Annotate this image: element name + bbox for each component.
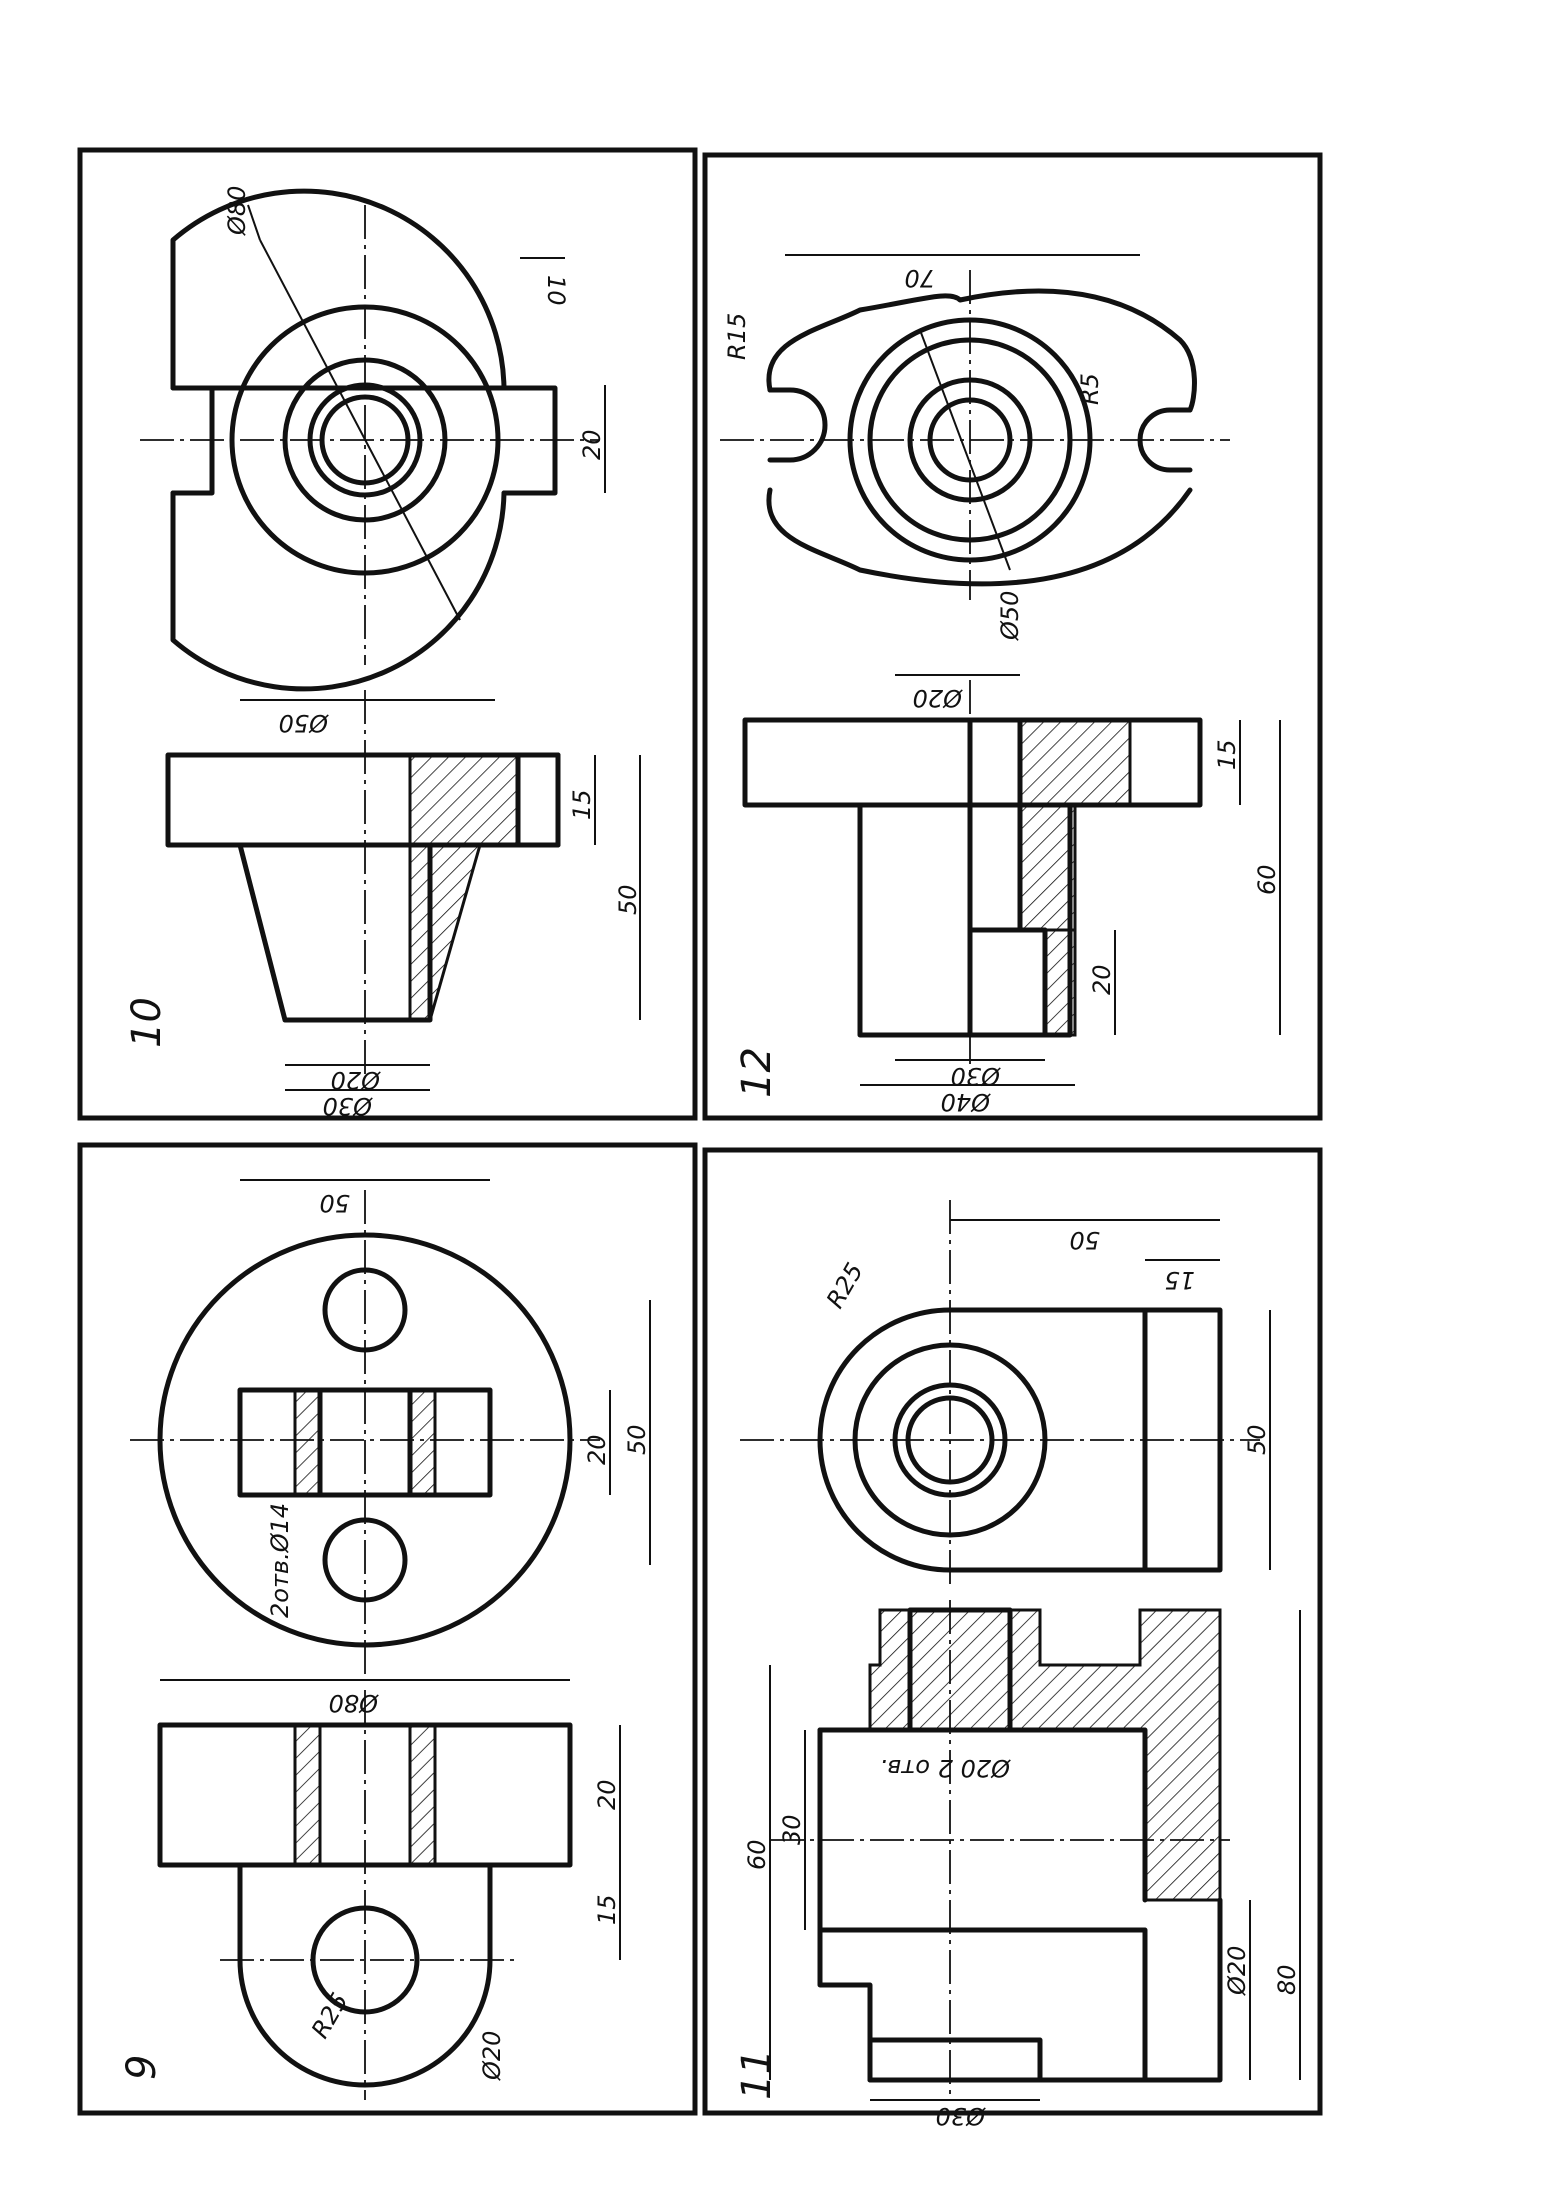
dim-line-d80 xyxy=(259,239,461,621)
oval-flange-lower xyxy=(766,487,1193,587)
dim-50-top-p11: 50 xyxy=(1069,1226,1100,1254)
panel-12: R15 70 R5 Ø50 Ø20 15 60 20 Ø30 Ø40 12 xyxy=(702,152,1323,1121)
dim-d20-2holes: Ø20 2 отв. xyxy=(880,1754,1011,1782)
slot-rect xyxy=(515,752,561,848)
panel-10-section-view xyxy=(165,690,641,1091)
p9-boss xyxy=(237,1862,493,2088)
dim-15-p11: 15 xyxy=(1164,1266,1195,1294)
panel-11: 50 15 R25 50 60 30 Ø20 2 отв. Ø20 80 Ø30… xyxy=(702,1147,1323,2130)
dim-d80: Ø80 xyxy=(223,186,251,236)
dim-r5: R5 xyxy=(1076,373,1104,405)
flange-outline-upper xyxy=(170,188,507,391)
dim-d20-p12: Ø20 xyxy=(913,684,963,712)
p11-body-top xyxy=(817,1727,1148,1903)
dim-d30-p11: Ø30 xyxy=(936,2102,986,2130)
plate-hatch-2 xyxy=(408,1388,437,1497)
dim-r25-p9: R25 xyxy=(306,1988,354,2043)
p12-hatch-1 xyxy=(1018,718,1132,932)
dim-60-p11: 60 xyxy=(743,1839,771,1870)
dim-10: 10 xyxy=(542,275,570,306)
panel-12-section-view xyxy=(742,674,1281,1086)
oval-flange-upper xyxy=(766,288,1197,413)
dim-30-p11: 30 xyxy=(778,1814,806,1845)
panel-11-section-view xyxy=(769,1600,1301,2101)
flange-outline-lower xyxy=(170,490,507,692)
p12-hatch-2 xyxy=(1043,928,1077,1037)
cone-body xyxy=(237,842,433,1023)
p9-hatch-2 xyxy=(408,1723,437,1867)
p12-counterbore xyxy=(967,927,1048,1038)
panel-9-plate-view xyxy=(130,1179,651,1680)
dim-r25-p11: R25 xyxy=(821,1258,869,1313)
dim-d50-line xyxy=(919,329,1011,571)
dim-60-p12: 60 xyxy=(1253,864,1281,895)
bracket-outline xyxy=(817,1307,1223,1573)
dim-50-p11: 50 xyxy=(1243,1424,1271,1455)
dim-2holes-d14: 2отв.Ø14 xyxy=(266,1503,294,1618)
dim-50-p9: 50 xyxy=(623,1424,651,1455)
left-notch xyxy=(767,387,828,463)
panel-11-frame xyxy=(702,1147,1323,2116)
dim-50: 50 xyxy=(614,884,642,915)
dim-r15: R15 xyxy=(723,313,751,360)
panel-10-frame xyxy=(77,147,698,1121)
dim-d30: Ø30 xyxy=(323,1092,373,1120)
panel-12-number: 12 xyxy=(734,1047,780,1098)
panel-12-frame xyxy=(702,152,1323,1121)
panel-10-number: 10 xyxy=(124,997,170,1048)
dim-d50-p12: Ø50 xyxy=(996,591,1024,641)
dim-d30-p12: Ø30 xyxy=(951,1062,1001,1090)
dim-d50: Ø50 xyxy=(279,709,329,737)
dim-20-p9: 20 xyxy=(583,1434,611,1465)
panel-9: 50 20 50 2отв.Ø14 Ø80 20 15 R25 Ø20 9 xyxy=(77,1142,698,2116)
panel-9-section-view xyxy=(157,1679,621,2100)
dim-d80-p9: Ø80 xyxy=(329,1689,379,1717)
dim-d20-p9: Ø20 xyxy=(478,2031,506,2081)
dim-20: 20 xyxy=(578,429,606,460)
panel-9-number: 9 xyxy=(119,2055,165,2080)
panel-10: Ø80 10 20 Ø50 15 50 Ø20 Ø30 10 xyxy=(77,147,698,1121)
dim-70: 70 xyxy=(904,264,935,292)
dim-15-p9: 15 xyxy=(593,1894,621,1925)
dim-d40-p12: Ø40 xyxy=(941,1088,991,1116)
dim-15-p12: 15 xyxy=(1213,739,1241,770)
dim-15: 15 xyxy=(568,789,596,820)
p11-boss xyxy=(867,2037,1043,2083)
p11-body-right xyxy=(817,1727,1223,2083)
section-hatch xyxy=(408,753,520,1022)
plate-hatch-1 xyxy=(293,1388,322,1497)
dim-20-p12: 20 xyxy=(1088,964,1116,995)
dim-80-p11: 80 xyxy=(1273,1964,1301,1995)
dim-leader-d80 xyxy=(247,204,261,241)
panel-11-side-view xyxy=(740,1200,1271,1590)
dim-20b-p9: 20 xyxy=(593,1779,621,1810)
panel-11-number: 11 xyxy=(734,2049,780,2100)
dim-d20: Ø20 xyxy=(331,1066,381,1094)
p9-hatch-1 xyxy=(293,1723,322,1867)
dim-d20-p11: Ø20 xyxy=(1223,1946,1251,1996)
panel-10-flange-view xyxy=(140,188,600,692)
dim-50-top: 50 xyxy=(319,1189,350,1217)
panel-12-flange-view xyxy=(720,254,1230,600)
panel-9-frame xyxy=(77,1142,698,2116)
p12-bore xyxy=(967,717,1023,933)
